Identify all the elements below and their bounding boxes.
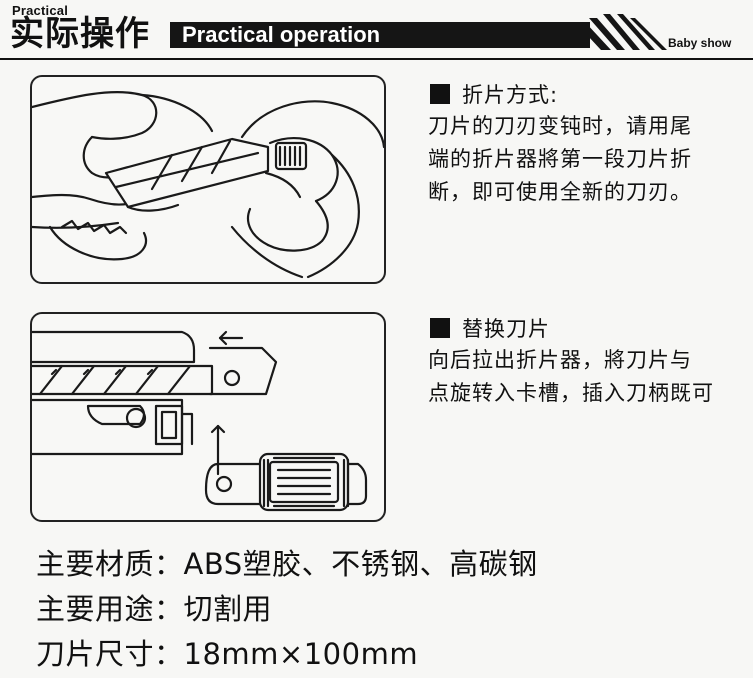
tagline: Baby show: [668, 36, 732, 50]
brand-chinese: 实际操作: [10, 14, 150, 54]
spec-value: ABS塑胶、不锈钢、高碳钢: [183, 547, 538, 581]
spec-row-blade-size: 刀片尺寸：18mm×100mm: [36, 632, 736, 677]
section-heading: 折片方式:: [420, 78, 753, 110]
product-specs: 主要材质：ABS塑胶、不锈钢、高碳钢 主要用途：切割用 刀片尺寸：18mm×10…: [36, 542, 736, 677]
spec-row-usage: 主要用途：切割用: [36, 587, 736, 632]
blade-snapping-illustration: [30, 75, 386, 284]
section-heading: 替换刀片: [420, 312, 753, 344]
brand-english: Practical: [12, 3, 69, 18]
hands-snapping-blade-icon: [32, 91, 384, 279]
section-title-bar: Practical operation: [170, 22, 590, 48]
snapping-method-section: 折片方式: 刀片的刀刃变钝时，请用尾 端的折片器將第一段刀片折 断，即可使用全新…: [420, 78, 753, 238]
blade-replacement-section: 替换刀片 向后拉出折片器，將刀片与 点旋转入卡槽，插入刀柄既可: [420, 312, 753, 412]
blade-replacement-diagram-icon: [32, 330, 368, 512]
spec-value: 18mm×100mm: [183, 637, 419, 671]
section-heading-text: 替换刀片: [462, 317, 550, 341]
section-line: 断，即可使用全新的刀刃。: [428, 180, 692, 204]
bullet-square-icon: [430, 318, 450, 338]
header-divider: [0, 58, 753, 60]
spec-label: 主要用途：: [36, 592, 184, 626]
section-heading-text: 折片方式:: [462, 83, 559, 107]
spec-value: 切割用: [183, 592, 273, 626]
spec-label: 主要材质：: [36, 547, 184, 581]
section-line: 点旋转入卡槽，插入刀柄既可: [428, 381, 714, 405]
spec-row-material: 主要材质：ABS塑胶、不锈钢、高碳钢: [36, 542, 736, 587]
section-line: 刀片的刀刃变钝时，请用尾: [428, 114, 692, 138]
spec-label: 刀片尺寸：: [36, 637, 184, 671]
page-header: Practical 实际操作 Practical operation Baby …: [0, 0, 753, 64]
blade-replacement-illustration: [30, 312, 386, 522]
section-title: Practical operation: [182, 22, 381, 47]
stripe-decoration-icon: [575, 14, 667, 50]
section-line: 向后拉出折片器，將刀片与: [428, 348, 692, 372]
bullet-square-icon: [430, 84, 450, 104]
section-line: 端的折片器將第一段刀片折: [428, 147, 692, 171]
